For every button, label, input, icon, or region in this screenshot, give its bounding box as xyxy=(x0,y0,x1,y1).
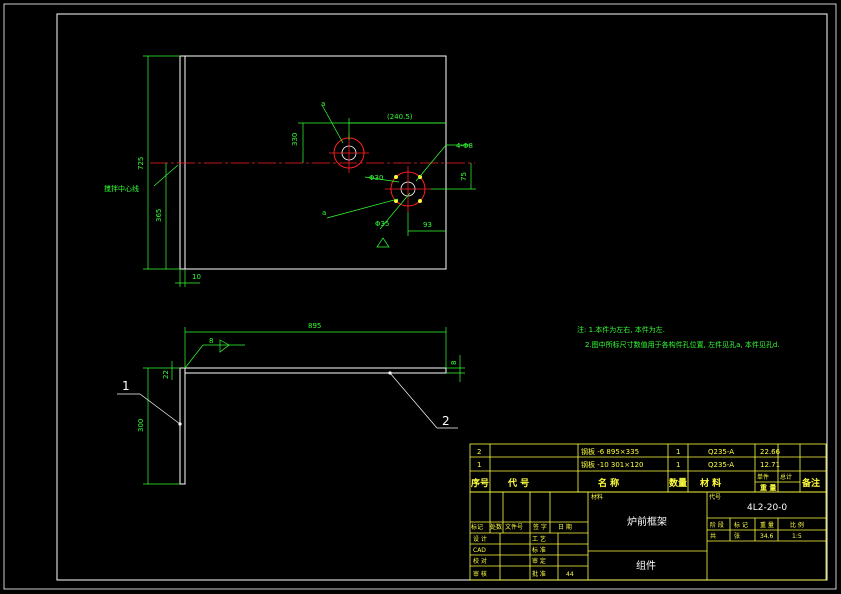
dim-left-total: 725 xyxy=(137,157,145,170)
dim-right-small: 93 xyxy=(423,221,432,229)
bom-rows: 2 钢板 -6 895×335 1 Q235-A 22.66 1 钢板 -10 … xyxy=(471,447,820,492)
stage-label-4: 比 例 xyxy=(790,521,804,529)
bom-row-name: 钢板 -10 301×120 xyxy=(581,460,643,469)
note-line-1: 注: 1.本件为左右, 本件为左. xyxy=(577,325,665,334)
bom-row-no: 1 xyxy=(477,461,481,469)
technical-notes: 注: 1.本件为左右, 本件为左. 2.图中所标尺寸数值用于各构件孔位置, 左件… xyxy=(577,325,780,349)
role-authorize: 批 准 xyxy=(532,570,546,578)
bom-header-weight: 重 量 xyxy=(760,483,776,492)
dim-left-height: 300 xyxy=(137,419,145,432)
dim-diam-circle: Φ30 xyxy=(369,174,383,182)
drawing-title: 炉前框架 xyxy=(627,515,667,528)
weight-value: 34.6 xyxy=(760,533,774,540)
inner-frame xyxy=(56,13,828,581)
bom-header-material: 材 料 xyxy=(699,477,721,489)
rev-label-2: 处数 xyxy=(490,523,502,531)
dim-horizontal-top: (240.5) xyxy=(387,113,413,121)
stage-label-3: 重 量 xyxy=(760,521,774,529)
front-plate xyxy=(184,367,447,374)
dim-left-lower: 365 xyxy=(155,209,163,222)
drawing-type: 组件 xyxy=(636,559,656,572)
role-process: 工 艺 xyxy=(532,535,546,543)
bom-row-weight: 12.71 xyxy=(760,461,780,469)
bom-header-total: 总计 xyxy=(780,473,792,481)
role-design: 设 计 xyxy=(473,535,487,543)
title-block-text: 炉前框架 组件 4L2-20-0 代号 材料 标记 处数 文件号 签 字 日 期… xyxy=(471,493,804,578)
lower-hole xyxy=(385,166,431,212)
center-line-note: 搅拌中心线 xyxy=(104,184,139,193)
bom-row-no: 2 xyxy=(477,448,481,456)
bom-row-qty: 1 xyxy=(676,461,680,469)
front-view: 895 300 22 8 8 1 2 xyxy=(117,322,465,485)
dim-diam-lower: Φ35 xyxy=(375,220,389,228)
stage-label-1: 阶 段 xyxy=(710,521,724,529)
title-block xyxy=(469,491,827,581)
bom-row-qty: 1 xyxy=(676,448,680,456)
rev-label-3: 文件号 xyxy=(505,523,523,531)
top-view: (240.5) 330 725 365 10 75 93 4-Φ8 Φ30 Φ3… xyxy=(104,55,476,287)
note-line-2: 2.图中所标尺寸数值用于各构件孔位置, 左件见孔a, 本件见孔d. xyxy=(585,340,780,349)
front-flange xyxy=(179,367,186,485)
drawing-number-label: 代号 xyxy=(709,493,721,501)
sheet-label-2: 张 xyxy=(734,532,740,540)
role-cad: CAD xyxy=(473,547,486,554)
role-check: 校 对 xyxy=(473,557,487,565)
dim-left-small-front: 22 xyxy=(162,370,170,379)
bom-header-qty: 数量 xyxy=(669,477,687,489)
dim-hole-count: 4-Φ8 xyxy=(456,142,473,150)
bom-header-name: 名 称 xyxy=(598,477,619,489)
role-standard: 标 准 xyxy=(532,546,546,554)
role-approve: 审 定 xyxy=(532,557,546,565)
bom-header-code: 代 号 xyxy=(507,477,529,489)
rev-label-4: 签 字 xyxy=(533,523,547,531)
stage-label-2: 标 记 xyxy=(734,521,748,529)
role-review: 审 核 xyxy=(473,570,487,578)
material-label: 材料 xyxy=(591,493,603,501)
part-label-1: 1 xyxy=(122,379,130,393)
dim-left-small: 330 xyxy=(291,133,299,146)
scale-value: 1:5 xyxy=(792,533,802,540)
bom-row-weight: 22.66 xyxy=(760,448,781,456)
dim-right-vertical: 75 xyxy=(460,172,468,181)
weld-size: 8 xyxy=(209,337,213,345)
rev-label-1: 标记 xyxy=(471,523,483,531)
dim-length: 895 xyxy=(308,322,321,330)
top-view-plate xyxy=(184,55,447,270)
bom-row-material: Q235-A xyxy=(708,448,734,456)
bom-row-name: 钢板 -6 895×335 xyxy=(581,447,639,456)
rev-label-5: 日 期 xyxy=(558,523,572,531)
drawing-number: 4L2-20-0 xyxy=(747,503,787,513)
outer-frame xyxy=(3,3,837,590)
part-label-2: 2 xyxy=(442,414,450,428)
leader-upper-label: a xyxy=(321,100,325,108)
bom-header-unit: 单件 xyxy=(757,473,769,481)
bom-row-material: Q235-A xyxy=(708,461,734,469)
dim-bottom-small: 10 xyxy=(192,273,201,281)
bom-header-note: 备注 xyxy=(801,477,820,489)
leader-lower-label: a xyxy=(322,209,326,217)
bom-header-no: 序号 xyxy=(471,477,489,489)
dim-right-small-front: 8 xyxy=(450,361,458,365)
sheet-label-1: 共 xyxy=(710,532,716,540)
bottom-note: 44 xyxy=(566,571,574,578)
